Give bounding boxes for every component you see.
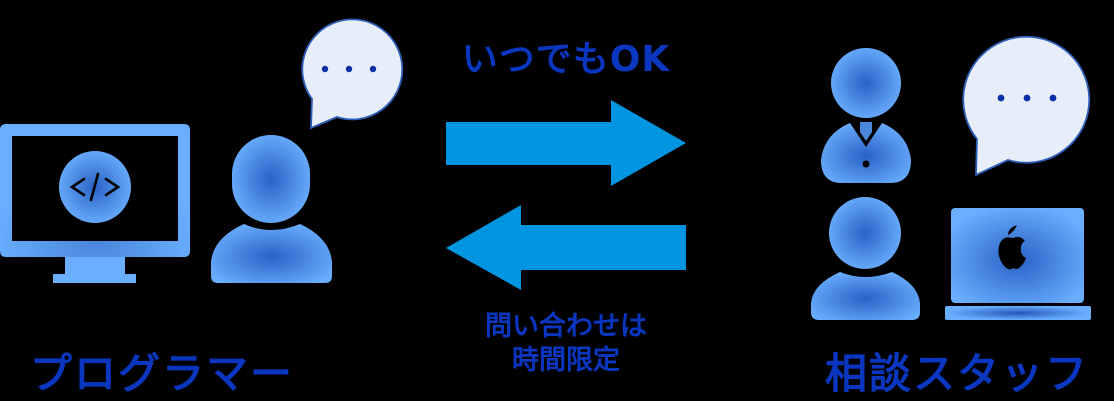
dot-icon bbox=[345, 65, 353, 73]
button-dot-icon bbox=[862, 160, 870, 168]
dot-icon bbox=[369, 65, 377, 73]
always-ok-label: いつでもOK bbox=[461, 39, 671, 80]
apple-logo-icon bbox=[998, 225, 1026, 270]
monitor-code-icon bbox=[0, 124, 190, 283]
arrow-right-icon bbox=[446, 100, 686, 186]
staff-label: 相談スタッフ bbox=[825, 349, 1090, 398]
arrow-left-icon bbox=[446, 205, 686, 290]
tie-icon bbox=[860, 122, 872, 141]
programmer-person-icon bbox=[211, 135, 332, 283]
inquiry-hours-label: 問い合わせは 時間限定 bbox=[446, 310, 686, 378]
programmer-speech-bubble-icon bbox=[301, 18, 404, 130]
laptop-apple-icon bbox=[945, 208, 1091, 320]
dot-icon bbox=[321, 65, 329, 73]
dot-icon bbox=[1049, 94, 1057, 102]
dot-icon bbox=[997, 94, 1005, 102]
inquiry-hours-line-2: 時間限定 bbox=[512, 345, 620, 376]
dot-icon bbox=[1023, 94, 1031, 102]
staff-speech-bubble-icon bbox=[962, 35, 1091, 177]
code-brackets-icon bbox=[69, 172, 121, 202]
businessperson-icon bbox=[821, 48, 911, 183]
inquiry-hours-line-1: 問い合わせは bbox=[485, 311, 647, 342]
programmer-label: プログラマー bbox=[30, 349, 295, 398]
staff-person-icon bbox=[811, 197, 920, 320]
